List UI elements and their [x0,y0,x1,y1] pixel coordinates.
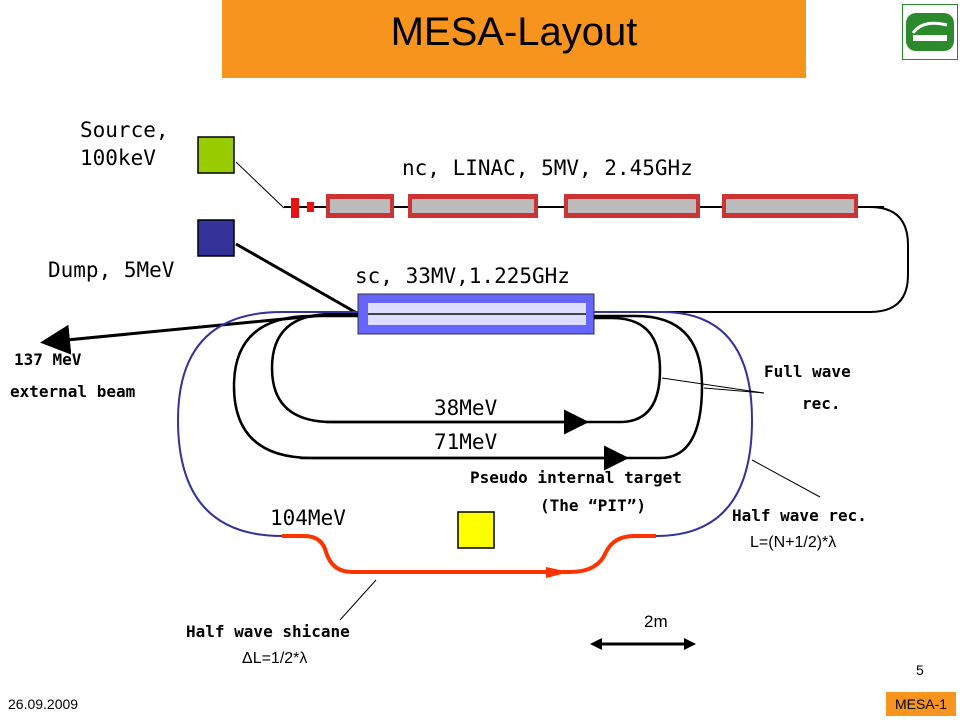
arc-left-104 [176,311,358,537]
dump-line [235,242,356,314]
dump-label: Dump, 5MeV [48,258,175,282]
external-beam-label-line2: external beam [10,382,136,401]
half-wave-rec-label: Half wave rec. [732,506,867,525]
sc-cavity-label: sc, 33MV,1.225GHz [355,264,570,288]
source-pointer [235,161,285,209]
arc-right-71 [594,314,704,460]
half-wave-formula: L=(N+1/2)*λ [750,534,837,551]
source-label-line1: Source, [80,118,169,142]
shicane-label: Half wave shicane [186,622,350,641]
arc-left-71 [232,314,660,460]
title-bar: MESA-Layout [222,0,806,78]
half-wave-pointer [751,459,821,498]
energy-71-label: 71MeV [434,430,498,454]
scale-label: 2m [644,612,668,631]
pit-label-line1: Pseudo internal target [470,468,682,487]
linac-cavity-1 [326,194,394,218]
source-box [197,136,235,174]
external-beam-label-line1: 137 MeV [14,350,82,369]
linac-cavity-3 [564,194,700,218]
mami-logo [902,4,958,60]
arc-right-38 [594,316,662,424]
source-label-line2: 100keV [80,146,156,170]
linac-cavity-4 [722,194,858,218]
energy-104-label: 104MeV [270,506,346,530]
full-wave-pointer-2 [703,387,765,394]
sc-cavity [357,293,595,335]
linac-label: nc, LINAC, 5MV, 2.45GHz [402,156,693,180]
full-wave-pointer-1 [661,377,765,394]
arc-right-104 [594,311,754,537]
return-arc [596,206,909,313]
slide-date: 26.09.2009 [8,696,79,712]
slide-title: MESA-Layout [390,10,638,54]
energy-38-label: 38MeV [434,396,498,420]
full-wave-label-line2: rec. [802,394,841,413]
pit-label-line2: (The “PIT”) [540,496,646,515]
linac-cavity-2 [408,194,538,218]
full-wave-label-line1: Full wave [764,362,851,381]
linac-element-2 [307,202,314,212]
page-number: 5 [916,662,924,678]
dump-box [197,219,235,257]
pit-target [457,511,495,549]
shicane [282,534,656,574]
linac-element-1 [291,198,299,218]
footer-tag: MESA-1 [886,692,956,716]
shicane-formula: ΔL=1/2*λ [242,650,308,667]
shicane-pointer [339,579,377,621]
